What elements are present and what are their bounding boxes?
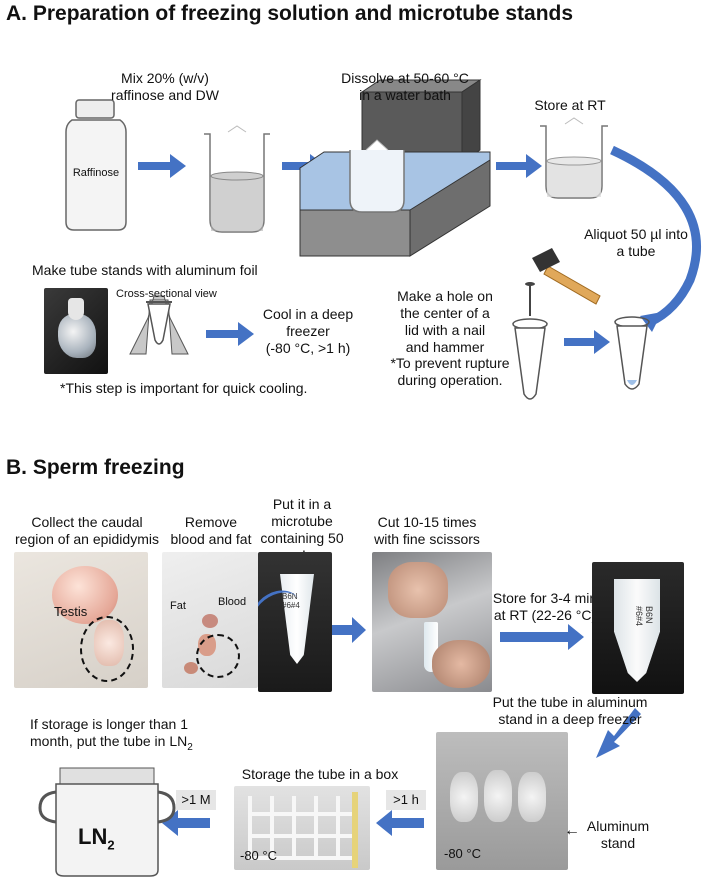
gt1h-badge: >1 h: [386, 790, 426, 810]
aluminum-stand-step: Put the tube in aluminum stand in a deep…: [492, 694, 648, 727]
arrow-3: [496, 154, 542, 178]
tube-label-2: B6N #6#4: [634, 605, 655, 627]
cross-section-label: Cross-sectional view: [116, 288, 217, 300]
box-edge: [352, 792, 358, 868]
hand-top: [388, 562, 448, 618]
freezer-photo: -80 °C: [436, 732, 568, 870]
gt1m-badge: >1 M: [176, 790, 216, 810]
collect-label: Collect the caudal region of an epididym…: [15, 514, 159, 547]
arrow-b2: [500, 624, 584, 650]
stands-label: Make tube stands with aluminum foil: [32, 262, 258, 278]
arrow-5: [206, 322, 254, 346]
microtube-put-photo: B6N #6#4: [258, 552, 332, 692]
tube-in-foil: [68, 298, 84, 320]
ln2-tank-sub: 2: [107, 837, 115, 853]
blood-spot: [202, 614, 218, 628]
aluminum-stand-label: Aluminum stand: [586, 818, 650, 851]
arrow-b1: [330, 617, 366, 643]
arrow-b5: [162, 810, 210, 836]
dissolve-label: Dissolve at 50-60 °C in a water bath: [341, 70, 469, 103]
hammer-icon: [525, 248, 601, 316]
box-label: Storage the tube in a box: [241, 766, 399, 782]
ln2-tank-label: LN2: [78, 824, 115, 852]
testis-label: Testis: [54, 604, 88, 619]
scissors-photo: [372, 552, 492, 692]
temp-label-1: -80 °C: [444, 846, 481, 861]
ln2-tank-text: LN: [78, 824, 108, 849]
store-rt-label: Store at RT: [534, 97, 606, 113]
beaker-stored: [540, 117, 608, 199]
tube-label-1: B6N #6#4: [282, 592, 300, 610]
box-grid: [248, 796, 354, 860]
arrow-b4: [376, 810, 424, 836]
water-bath: [299, 79, 491, 257]
bottle-label: Raffinose: [72, 167, 120, 179]
foil-stand-photo: [44, 288, 108, 374]
open-microtube: [512, 318, 548, 400]
ln2-step-label: If storage is longer than 1 month, put t…: [30, 716, 230, 756]
rupture-note: *To prevent rupture during operation.: [390, 355, 510, 388]
cut-label: Cut 10-15 times with fine scissors: [374, 514, 480, 547]
fat-label: Fat: [170, 600, 186, 612]
pointer-arrow: ←: [564, 822, 580, 839]
section-a-title: A. Preparation of freezing solution and …: [6, 2, 574, 25]
mix-label: Mix 20% (w/v) raffinose and DW: [111, 70, 219, 103]
hand-bottom: [432, 640, 490, 688]
arrow-b3: [596, 708, 641, 758]
beaker-mix: [204, 125, 270, 233]
quick-cooling-note: *This step is important for quick coolin…: [60, 380, 308, 396]
epididymis-circle: [80, 616, 134, 682]
fat-piece: [184, 662, 198, 674]
tissue-circle: [196, 634, 240, 678]
hole-label: Make a hole on the center of a lid with …: [397, 288, 493, 355]
testis-photo: Testis: [14, 552, 148, 688]
blood-label: Blood: [218, 596, 247, 608]
ln2-tank: [38, 767, 176, 877]
stored-tube-photo: B6N #6#4: [592, 562, 684, 694]
section-b-title: B. Sperm freezing: [6, 456, 185, 479]
aliquot-label: Aliquot 50 µl into a tube: [584, 226, 688, 259]
store-rt-b-label: Store for 3-4 min at RT (22-26 °C): [492, 590, 598, 623]
curved-arrow: [610, 145, 702, 327]
remove-label: Remove blood and fat: [170, 514, 252, 547]
fat-blood-photo: Fat Blood: [162, 552, 258, 688]
ln2-step-sub: 2: [187, 741, 193, 753]
box-photo: -80 °C: [234, 786, 370, 870]
filled-microtube: [614, 316, 650, 390]
cool-label: Cool in a deep freezer (-80 °C, >1 h): [262, 306, 354, 356]
foil-cross-section: [129, 295, 189, 355]
foil-stand-3: [518, 772, 546, 822]
foil-ball: [58, 314, 96, 358]
arrow-4: [564, 330, 610, 354]
temp-label-2: -80 °C: [240, 848, 277, 863]
ln2-step-text: If storage is longer than 1 month, put t…: [30, 716, 188, 749]
raffinose-bottle: [65, 99, 127, 231]
arrow-1: [138, 154, 186, 178]
testis-organ: [52, 566, 118, 624]
foil-stand-1: [450, 772, 478, 822]
foil-stand-2: [484, 770, 512, 822]
